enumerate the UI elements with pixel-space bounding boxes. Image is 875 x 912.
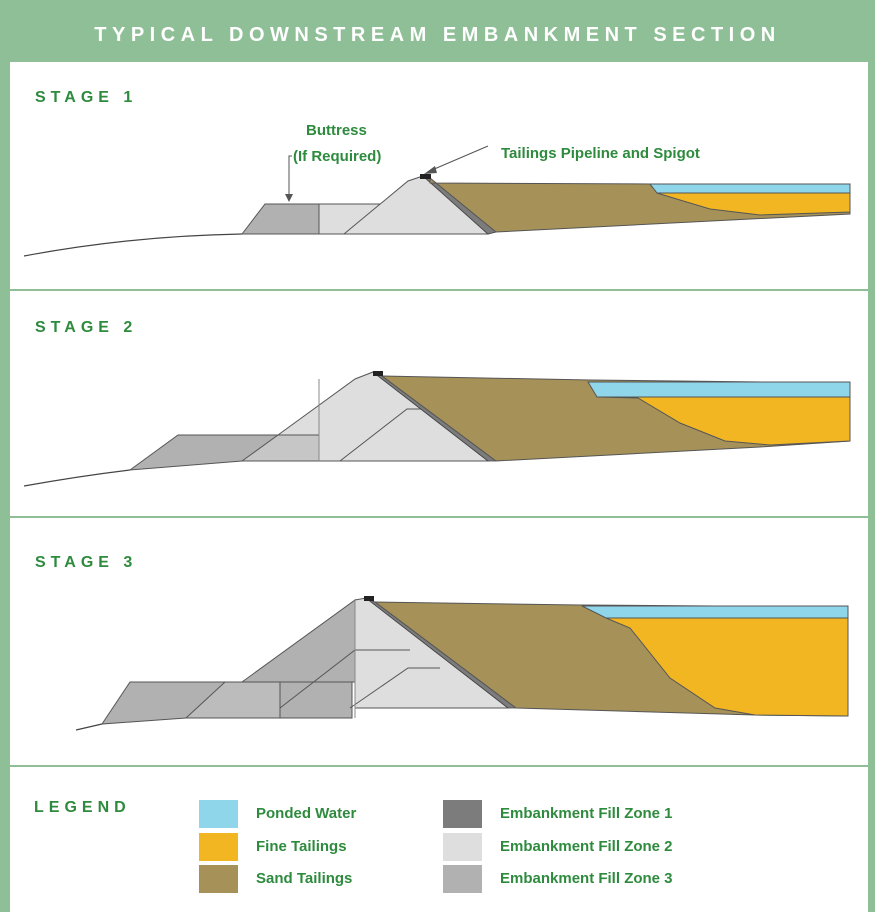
buttress-annotation-line-1: Buttress xyxy=(306,122,367,139)
legend-label: Embankment Fill Zone 2 xyxy=(500,838,673,855)
stage-2-section xyxy=(23,371,851,487)
fine-tailings-swatch xyxy=(199,833,238,861)
ponded-water xyxy=(581,605,849,619)
buttress-zone-3 xyxy=(240,203,320,235)
pipeline-annotation: Tailings Pipeline and Spigot xyxy=(501,145,700,162)
ground-line xyxy=(23,233,243,257)
stage-3-label: STAGE 3 xyxy=(35,554,138,571)
legend-label: Embankment Fill Zone 1 xyxy=(500,805,673,822)
legend-title: LEGEND xyxy=(34,799,131,816)
stage-1-section: Buttress (If Required) Tailings Pipeline… xyxy=(23,122,851,257)
buttress-arrow-icon xyxy=(285,194,293,202)
fine-tailings xyxy=(596,396,851,446)
ground-line xyxy=(23,469,131,487)
spigot-icon xyxy=(364,596,374,601)
legend-label: Embankment Fill Zone 3 xyxy=(500,870,673,887)
spigot-icon xyxy=(420,174,431,179)
stage-1-label: STAGE 1 xyxy=(35,89,138,106)
title-bar: TYPICAL DOWNSTREAM EMBANKMENT SECTION xyxy=(0,0,875,62)
figure-title: TYPICAL DOWNSTREAM EMBANKMENT SECTION xyxy=(94,24,781,46)
stage-2-panel: STAGE 2 xyxy=(10,291,868,516)
sand-tailings-swatch xyxy=(199,865,238,893)
ponded-water-swatch xyxy=(199,800,238,828)
pipeline-arrow-icon xyxy=(424,166,437,174)
stage-1-outline xyxy=(349,667,440,709)
spigot-icon xyxy=(373,371,383,376)
ponded-water xyxy=(587,381,851,398)
buttress-leader-line xyxy=(288,155,292,196)
buttress-annotation-line-2: (If Required) xyxy=(293,148,381,165)
ponded-water xyxy=(648,183,851,194)
stage-1-panel: STAGE 1 Buttress (If Required) Tailings … xyxy=(10,62,868,289)
embankment-zone-3-upper xyxy=(240,599,356,683)
ground-line xyxy=(75,723,103,731)
stage-3-section xyxy=(75,596,849,731)
pipeline-leader-line xyxy=(431,145,489,171)
stage-2-label: STAGE 2 xyxy=(35,319,138,336)
fill-zone-2-swatch xyxy=(443,833,482,861)
fine-tailings xyxy=(605,617,849,717)
legend-panel: LEGEND Ponded Water Fine Tailings Sand T… xyxy=(10,767,868,912)
stage-3-panel: STAGE 3 xyxy=(10,518,868,765)
fill-zone-3-swatch xyxy=(443,865,482,893)
fill-zone-1-swatch xyxy=(443,800,482,828)
legend-label: Fine Tailings xyxy=(256,838,347,855)
legend-label: Ponded Water xyxy=(256,805,357,822)
legend-label: Sand Tailings xyxy=(256,870,353,887)
